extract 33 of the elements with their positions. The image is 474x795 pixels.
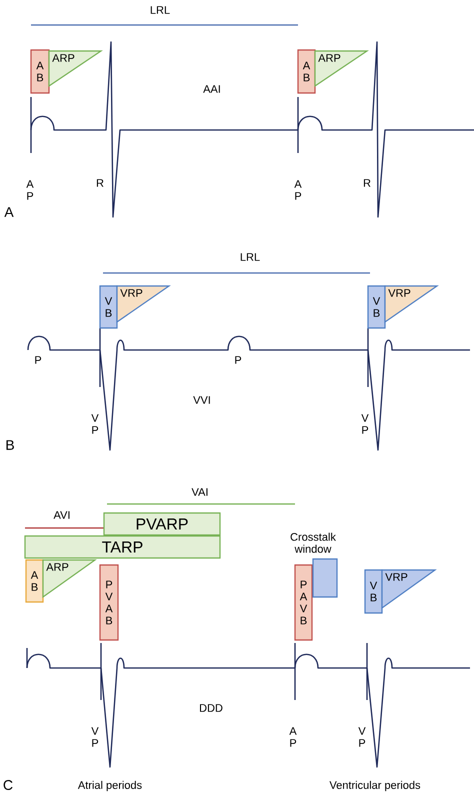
wave-label: P — [235, 356, 242, 364]
pace-marker-label: A P — [294, 180, 302, 200]
interval-label: AVI — [54, 511, 70, 519]
blanking-box: V B — [364, 569, 383, 614]
pace-marker-label: V P — [361, 414, 369, 434]
panel-letter: C — [4, 780, 13, 790]
blanking-box: A B — [297, 49, 316, 94]
mode-label: AAI — [203, 85, 220, 93]
interval-label: LRL — [240, 253, 260, 261]
pace-marker-label: A P — [26, 180, 34, 200]
pace-marker-label: V P — [91, 414, 99, 434]
blanking-box: A B — [30, 49, 50, 94]
blanking-box: P V A B — [99, 564, 119, 641]
mode-label: DDD — [200, 704, 222, 712]
wave-label: P — [35, 356, 42, 364]
panel-letter: A — [4, 207, 14, 217]
blanking-box: PVARP — [103, 512, 221, 536]
wave-label: R — [96, 179, 104, 187]
interval-label: VAI — [192, 488, 208, 496]
blanking-box: P A V B — [294, 564, 313, 641]
wave-label: R — [364, 179, 370, 187]
mode-label: VVI — [193, 396, 210, 404]
pace-marker-label: A P — [289, 727, 297, 747]
pace-marker-label: V P — [91, 727, 99, 747]
panel-letter: B — [6, 440, 14, 450]
caption-text: Ventricular periods — [330, 780, 420, 792]
caption-text: Atrial periods — [78, 780, 142, 792]
blanking-box: A B — [25, 559, 44, 603]
blanking-box: V B — [367, 285, 386, 329]
interval-label: LRL — [150, 6, 170, 14]
blanking-box: V B — [99, 285, 118, 329]
pace-marker-label: V P — [358, 727, 366, 747]
node-label: Crosstalk window — [290, 532, 336, 553]
